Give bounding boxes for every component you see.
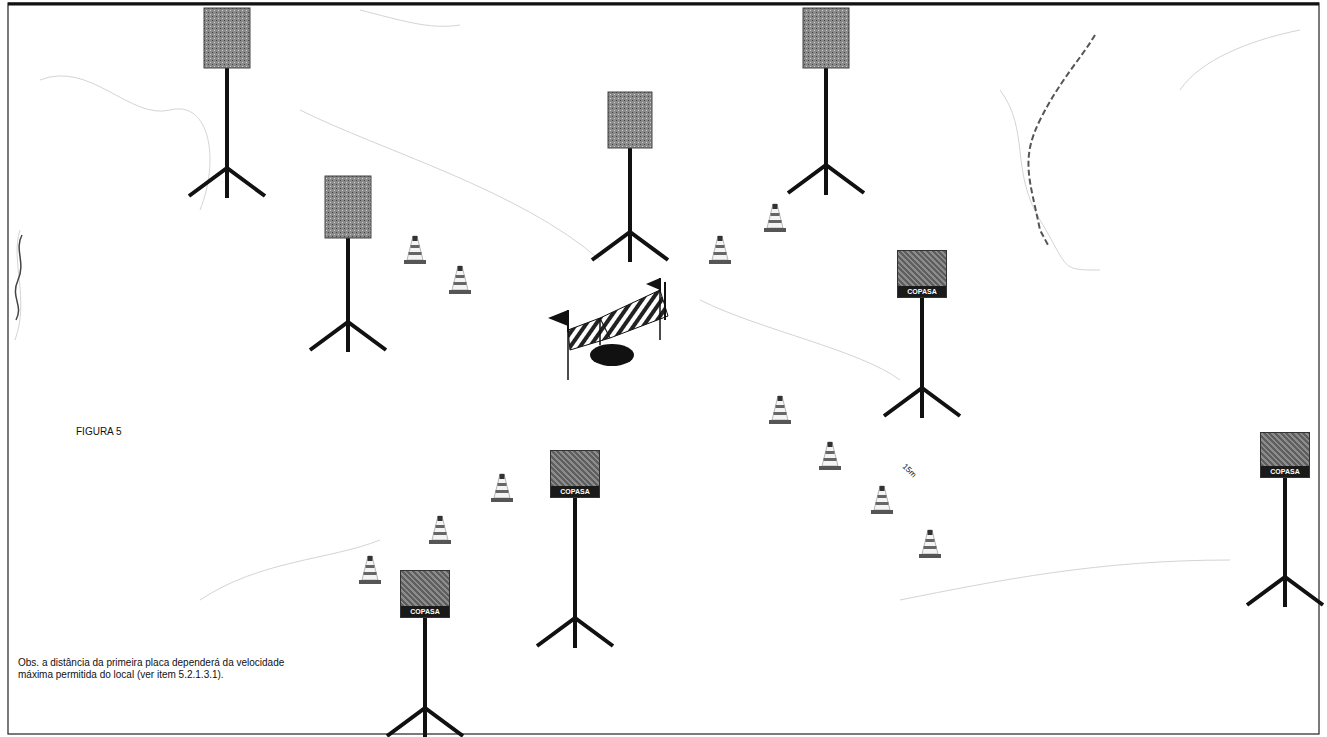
sign-stand <box>592 92 668 262</box>
traffic-cone <box>491 474 513 502</box>
map-trace <box>1180 30 1300 90</box>
map-trace <box>1000 90 1100 270</box>
map-trace <box>360 10 460 26</box>
sign-stand <box>387 618 463 737</box>
note: Obs. a distância da primeira placa depen… <box>18 657 318 681</box>
sign-stand <box>788 8 864 195</box>
figure-number: FIGURA 5 <box>76 426 156 438</box>
sign-text: COPASA <box>401 606 449 617</box>
traffic-cone <box>404 236 426 264</box>
sign-stand <box>537 498 613 648</box>
traffic-cone <box>871 486 893 514</box>
sign-board <box>325 176 371 238</box>
work-barrier <box>548 278 668 380</box>
traffic-cone <box>919 530 941 558</box>
map-edge <box>1028 35 1095 245</box>
sign-board <box>608 92 652 148</box>
traffic-cone <box>709 236 731 264</box>
sign-stand <box>310 176 386 352</box>
sign-stand <box>884 298 960 418</box>
traffic-cone <box>449 266 471 294</box>
sign-board: COPASA <box>897 250 947 298</box>
sign-stand <box>189 8 265 198</box>
map-trace <box>700 300 900 380</box>
map-trace <box>40 76 210 210</box>
sign-text: COPASA <box>1261 466 1309 477</box>
dimension: 15m <box>899 461 924 486</box>
sign-board: COPASA <box>1260 432 1310 478</box>
sign-board: COPASA <box>550 450 600 498</box>
map-trace <box>300 110 600 260</box>
traffic-cone <box>764 204 786 232</box>
sign-text: COPASA <box>551 486 599 497</box>
sign-board: COPASA <box>400 570 450 618</box>
map-trace <box>900 560 1230 600</box>
frame <box>8 3 1319 734</box>
traffic-cone <box>429 516 451 544</box>
map-trace <box>200 540 380 600</box>
map-edge <box>15 235 22 320</box>
traffic-cone <box>359 556 381 584</box>
traffic-cone <box>819 442 841 470</box>
top-rule <box>8 3 1319 6</box>
sign-board <box>803 8 849 68</box>
sign-board <box>204 8 250 68</box>
sign-text: COPASA <box>898 286 946 297</box>
sign-stand <box>1247 478 1323 607</box>
traffic-cone <box>769 396 791 424</box>
